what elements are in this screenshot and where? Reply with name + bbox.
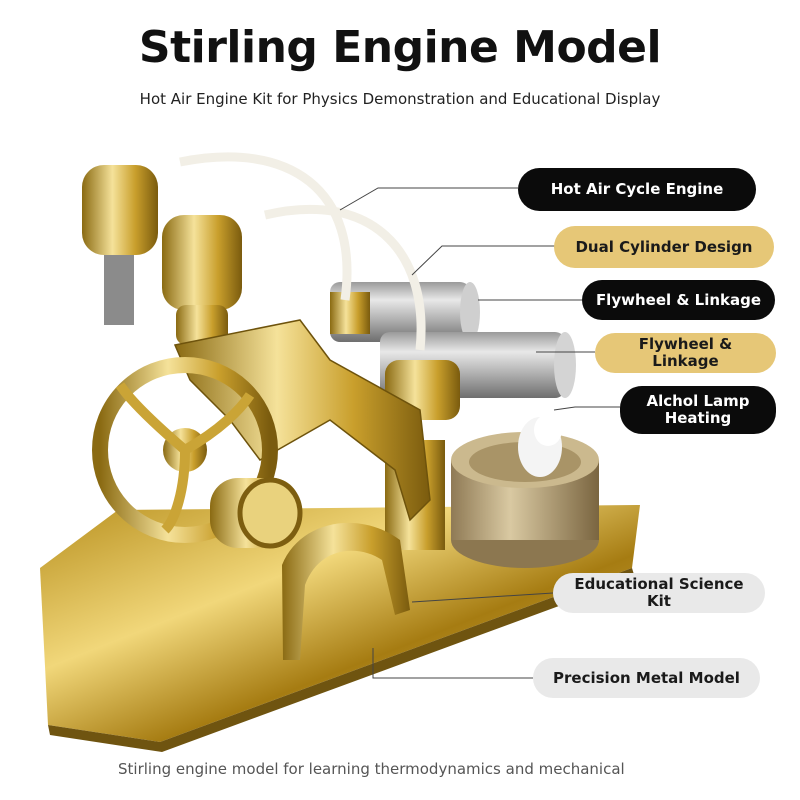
bearing-sleeve [210, 477, 303, 549]
cylinder-lower [380, 332, 576, 420]
alcohol-lamp [451, 414, 599, 568]
piston-head-front [162, 215, 242, 345]
label-precision-metal-model: Precision Metal Model [533, 658, 760, 698]
callout-lines [339, 187, 620, 679]
page-title: Stirling Engine Model [138, 22, 662, 73]
label-flywheel-linkage-1: Flywheel & Linkage [582, 280, 775, 320]
label-educational-science-kit: Educational Science Kit [553, 573, 765, 613]
piston-head-rear [82, 165, 158, 325]
label-dual-cylinder-design: Dual Cylinder Design [554, 226, 774, 268]
page-subtitle: Hot Air Engine Kit for Physics Demonstra… [139, 90, 661, 108]
support-arch [282, 522, 410, 660]
label-flywheel-linkage-2: Flywheel & Linkage [595, 333, 776, 373]
label-hot-air-cycle-engine: Hot Air Cycle Engine [518, 168, 756, 211]
air-tube-1 [179, 152, 352, 301]
cylinder-upper [330, 282, 480, 342]
air-tube-2 [263, 204, 426, 351]
footer-caption: Stirling engine model for learning therm… [118, 760, 625, 778]
linkage-frame [173, 319, 431, 522]
flywheel [92, 357, 278, 543]
label-alcohol-lamp-heating: Alchol Lamp Heating [620, 386, 776, 434]
